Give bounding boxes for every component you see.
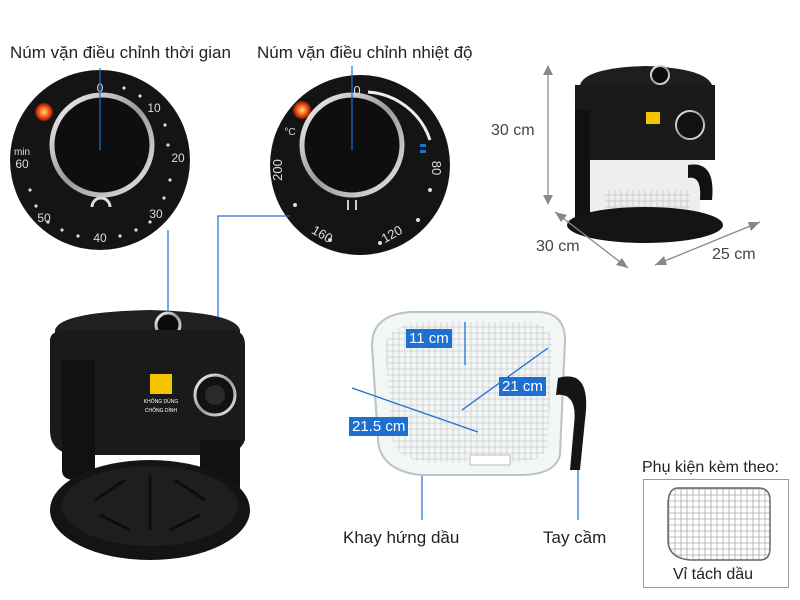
tray-handle xyxy=(556,376,587,470)
oil-separator-illustration xyxy=(667,487,771,561)
drip-tray-label: Khay hứng dầu xyxy=(343,528,460,547)
handle-label: Tay cầm xyxy=(543,528,607,547)
time-tick-10: 10 xyxy=(147,101,161,115)
oil-separator-label: Vỉ tách dầu xyxy=(673,566,754,583)
badge-line2: CHỐNG DÍNH xyxy=(145,407,178,414)
temp-tick-0: 0 xyxy=(353,83,360,98)
time-dial: 0 10 20 30 40 50 60 min xyxy=(10,70,190,250)
time-unit: min xyxy=(14,147,30,158)
accessory-title: Phụ kiện kèm theo: xyxy=(642,459,779,476)
temp-knob-label: Núm vặn điều chỉnh nhiệt độ xyxy=(257,43,473,62)
tray-width-label: 21 cm xyxy=(499,377,546,396)
heating-indicator-light xyxy=(293,101,311,119)
time-knob-pointer xyxy=(90,196,112,208)
dimension-lines xyxy=(543,65,761,269)
glass-drip-tray xyxy=(370,311,587,476)
depth-dimension: 30 cm xyxy=(536,238,580,255)
time-knob-ring xyxy=(49,92,155,198)
air-fryer-side xyxy=(567,65,723,243)
badge-line1: KHÔNG DÙNG xyxy=(144,398,179,405)
temperature-scale-arc xyxy=(367,90,432,141)
temp-tick-80: 80 xyxy=(429,161,444,175)
tray-height-label: 11 cm xyxy=(406,329,452,348)
time-tick-50: 50 xyxy=(37,211,51,225)
time-tick-30: 30 xyxy=(149,207,163,221)
time-knob-label: Núm vặn điều chỉnh thời gian xyxy=(10,43,231,62)
temp-tick-200: 200 xyxy=(270,159,285,181)
accessory-box xyxy=(643,479,789,588)
temp-unit: °C xyxy=(284,127,295,138)
air-fryer-front: KHÔNG DÙNG CHỐNG DÍNH xyxy=(50,310,250,560)
power-indicator-light xyxy=(35,103,53,121)
width-dimension: 25 cm xyxy=(712,246,756,263)
warning-badge xyxy=(150,374,172,394)
time-tick-60: 60 xyxy=(15,157,29,171)
time-tick-20: 20 xyxy=(171,151,185,165)
temperature-dial: 0 80 120 160 200 °C xyxy=(270,75,450,255)
height-dimension: 30 cm xyxy=(491,122,535,139)
temperature-knob-pointer xyxy=(347,200,357,210)
time-tick-40: 40 xyxy=(93,231,107,245)
tray-length-label: 21.5 cm xyxy=(349,417,409,436)
